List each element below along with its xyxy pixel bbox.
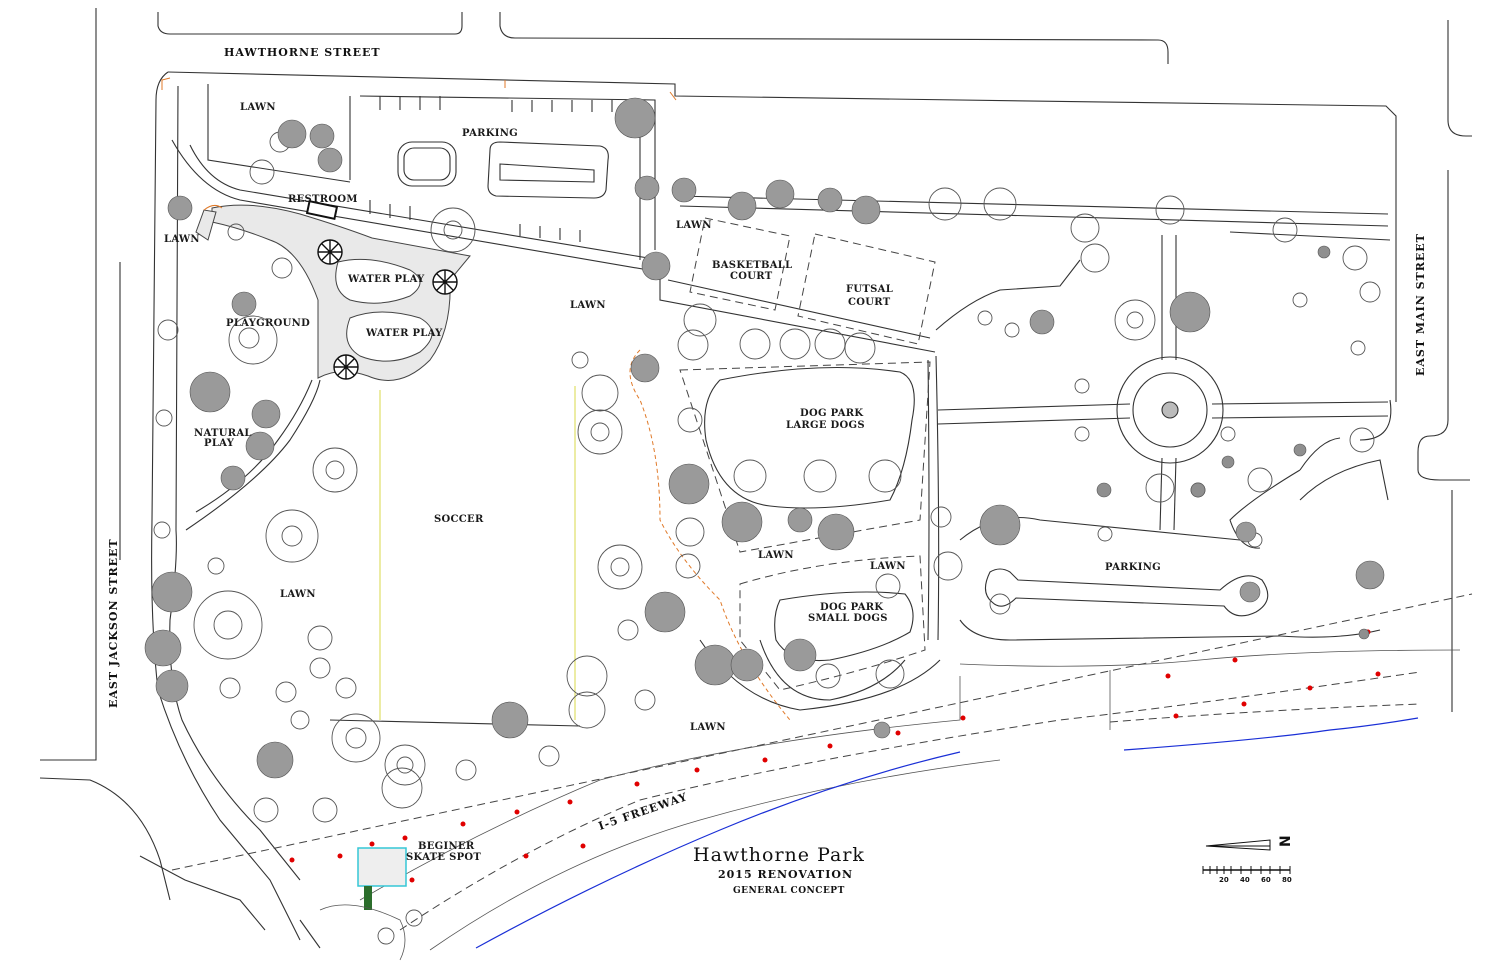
freeway-label: I-5 FREEWAY	[597, 790, 690, 833]
label-skate-1: BEGINER	[418, 841, 475, 852]
street-label-east: EAST MAIN STREET	[1414, 233, 1427, 376]
scale-tick-80: 80	[1282, 876, 1292, 884]
label-restroom: RESTROOM	[288, 194, 358, 205]
label-lawn-nw: LAWN	[240, 102, 276, 113]
street-label-north: HAWTHORNE STREET	[224, 46, 381, 59]
label-water-play-1: WATER PLAY	[347, 274, 425, 285]
label-lawn-center: LAWN	[570, 300, 606, 311]
plan-concept: GENERAL CONCEPT	[733, 886, 845, 896]
restroom-building	[305, 200, 339, 220]
label-lawn-dog-1: LAWN	[758, 550, 794, 561]
label-lawn-ne: LAWN	[676, 220, 712, 231]
conifers	[144, 97, 1385, 779]
label-dog-large-1: DOG PARK	[800, 408, 863, 419]
label-playground: PLAYGROUND	[226, 318, 310, 329]
north-arrow-label: N	[1278, 835, 1294, 847]
title-block: Hawthorne Park 2015 RENOVATION GENERAL C…	[693, 844, 865, 896]
label-skate-2: SKATE SPOT	[406, 852, 481, 863]
street-label-west: EAST JACKSON STREET	[107, 538, 120, 708]
orange-details	[161, 77, 791, 721]
label-natural-play-1: NATURAL	[194, 428, 252, 439]
plan-title: Hawthorne Park	[693, 844, 865, 866]
label-lawn-sw: LAWN	[280, 589, 316, 600]
area-labels: LAWN PARKING RESTROOM LAWN WATER PLAY WA…	[164, 102, 1161, 863]
label-basketball-1: BASKETBALL	[712, 260, 792, 271]
trees	[153, 131, 1381, 945]
street-curbs	[39, 8, 1472, 949]
label-dog-large-2: LARGE DOGS	[786, 420, 865, 431]
label-lawn-w: LAWN	[164, 234, 200, 245]
label-dog-small-1: DOG PARK	[820, 602, 883, 613]
dog-parks	[679, 361, 931, 691]
label-parking-east: PARKING	[1105, 562, 1161, 573]
soccer-field	[379, 386, 576, 720]
label-futsal-2: COURT	[848, 297, 891, 308]
play-area	[195, 204, 471, 381]
plan-subtitle: 2015 RENOVATION	[718, 868, 853, 881]
label-natural-play-2: PLAY	[204, 438, 235, 449]
label-water-play-2: WATER PLAY	[365, 328, 443, 339]
north-arrow: N	[1205, 835, 1294, 851]
label-basketball-2: COURT	[730, 271, 773, 282]
scale-tick-60: 60	[1261, 876, 1271, 884]
scale-tick-20: 20	[1219, 876, 1229, 884]
shrubs	[1096, 245, 1370, 640]
label-futsal-1: FUTSAL	[846, 284, 893, 295]
freeway-markers	[289, 629, 1381, 883]
label-parking-north: PARKING	[462, 128, 518, 139]
skate-spot	[319, 847, 407, 961]
sport-courts	[689, 217, 936, 345]
label-lawn-dog-2: LAWN	[870, 561, 906, 572]
label-lawn-s: LAWN	[690, 722, 726, 733]
freeway	[171, 593, 1473, 951]
label-dog-small-2: SMALL DOGS	[808, 613, 888, 624]
traffic-circle	[1116, 356, 1224, 464]
shade-umbrellas	[317, 239, 458, 380]
label-soccer: SOCCER	[434, 514, 484, 525]
scale-tick-40: 40	[1240, 876, 1250, 884]
scale-bar: 20 40 60 80	[1202, 866, 1292, 884]
